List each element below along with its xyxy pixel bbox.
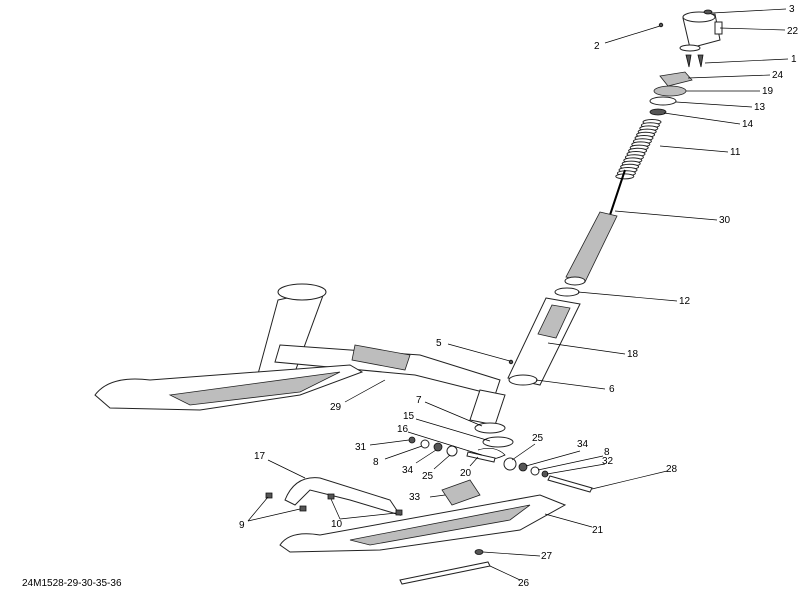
ski-lower-21 <box>279 494 567 553</box>
callout: 10 <box>331 519 343 530</box>
callout: 12 <box>679 296 691 307</box>
ski-upper <box>94 364 364 411</box>
part-17 <box>284 477 402 516</box>
part-25b <box>503 457 517 471</box>
spring-coil <box>615 173 635 180</box>
runner-26 <box>399 561 491 585</box>
part-15 <box>482 436 514 448</box>
callout: 31 <box>355 442 367 453</box>
part-7 <box>474 422 506 434</box>
callout: 8 <box>373 457 379 468</box>
callout: 32 <box>602 456 614 467</box>
shock-cap-22 <box>679 9 723 52</box>
part-2 <box>658 22 664 28</box>
part-34b <box>518 462 528 472</box>
callout: 17 <box>254 451 266 462</box>
callout: 19 <box>762 86 774 97</box>
callout: 8 <box>604 447 610 458</box>
callout: 25 <box>532 433 544 444</box>
callout: 13 <box>754 102 766 113</box>
pad-33 <box>441 479 481 506</box>
callout: 25 <box>422 471 434 482</box>
spring-11 <box>615 119 662 180</box>
callout: 21 <box>592 525 604 536</box>
callout: 34 <box>577 439 589 450</box>
callout: 6 <box>609 384 615 395</box>
part-24 <box>659 71 693 87</box>
part-8 <box>420 439 430 449</box>
part-34 <box>433 442 443 452</box>
part-12 <box>554 287 580 297</box>
callout: 27 <box>541 551 553 562</box>
callout: 3 <box>789 4 795 15</box>
bolts-1 <box>685 54 704 68</box>
callout: 22 <box>787 26 799 37</box>
tube-18 <box>507 297 581 386</box>
callout: 16 <box>397 424 409 435</box>
callout: 28 <box>666 464 678 475</box>
part-19 <box>653 85 687 97</box>
callout: 5 <box>436 338 442 349</box>
callout: 1 <box>791 54 797 65</box>
callout: 30 <box>719 215 731 226</box>
part-27 <box>474 549 484 555</box>
callout: 33 <box>409 492 421 503</box>
part-8b <box>530 466 540 476</box>
leader-lines <box>247 8 789 581</box>
callout: 15 <box>403 411 415 422</box>
bolt-28 <box>547 475 593 493</box>
ski-frame-29 <box>254 283 506 426</box>
part-31 <box>408 436 416 444</box>
part-5 <box>508 359 514 365</box>
callout: 24 <box>772 70 784 81</box>
part-13 <box>649 96 677 106</box>
callout: 20 <box>460 468 472 479</box>
callout: 14 <box>742 119 754 130</box>
callout: 26 <box>518 578 530 589</box>
callout: 18 <box>627 349 639 360</box>
part-14 <box>649 108 667 116</box>
callout: 29 <box>330 402 342 413</box>
part-6 <box>508 374 538 386</box>
callout: 7 <box>416 395 422 406</box>
pin-20 <box>466 451 496 463</box>
drawing-code: 24M1528-29-30-35-36 <box>22 578 122 589</box>
callout: 11 <box>730 147 741 158</box>
callout: 9 <box>239 520 245 531</box>
callout: 34 <box>402 465 414 476</box>
callout: 2 <box>594 41 600 52</box>
shock-absorber-30 <box>564 169 626 286</box>
callouts: 3 22 2 1 24 19 13 14 11 30 12 18 5 6 29 … <box>239 4 799 589</box>
part-25 <box>446 445 458 457</box>
